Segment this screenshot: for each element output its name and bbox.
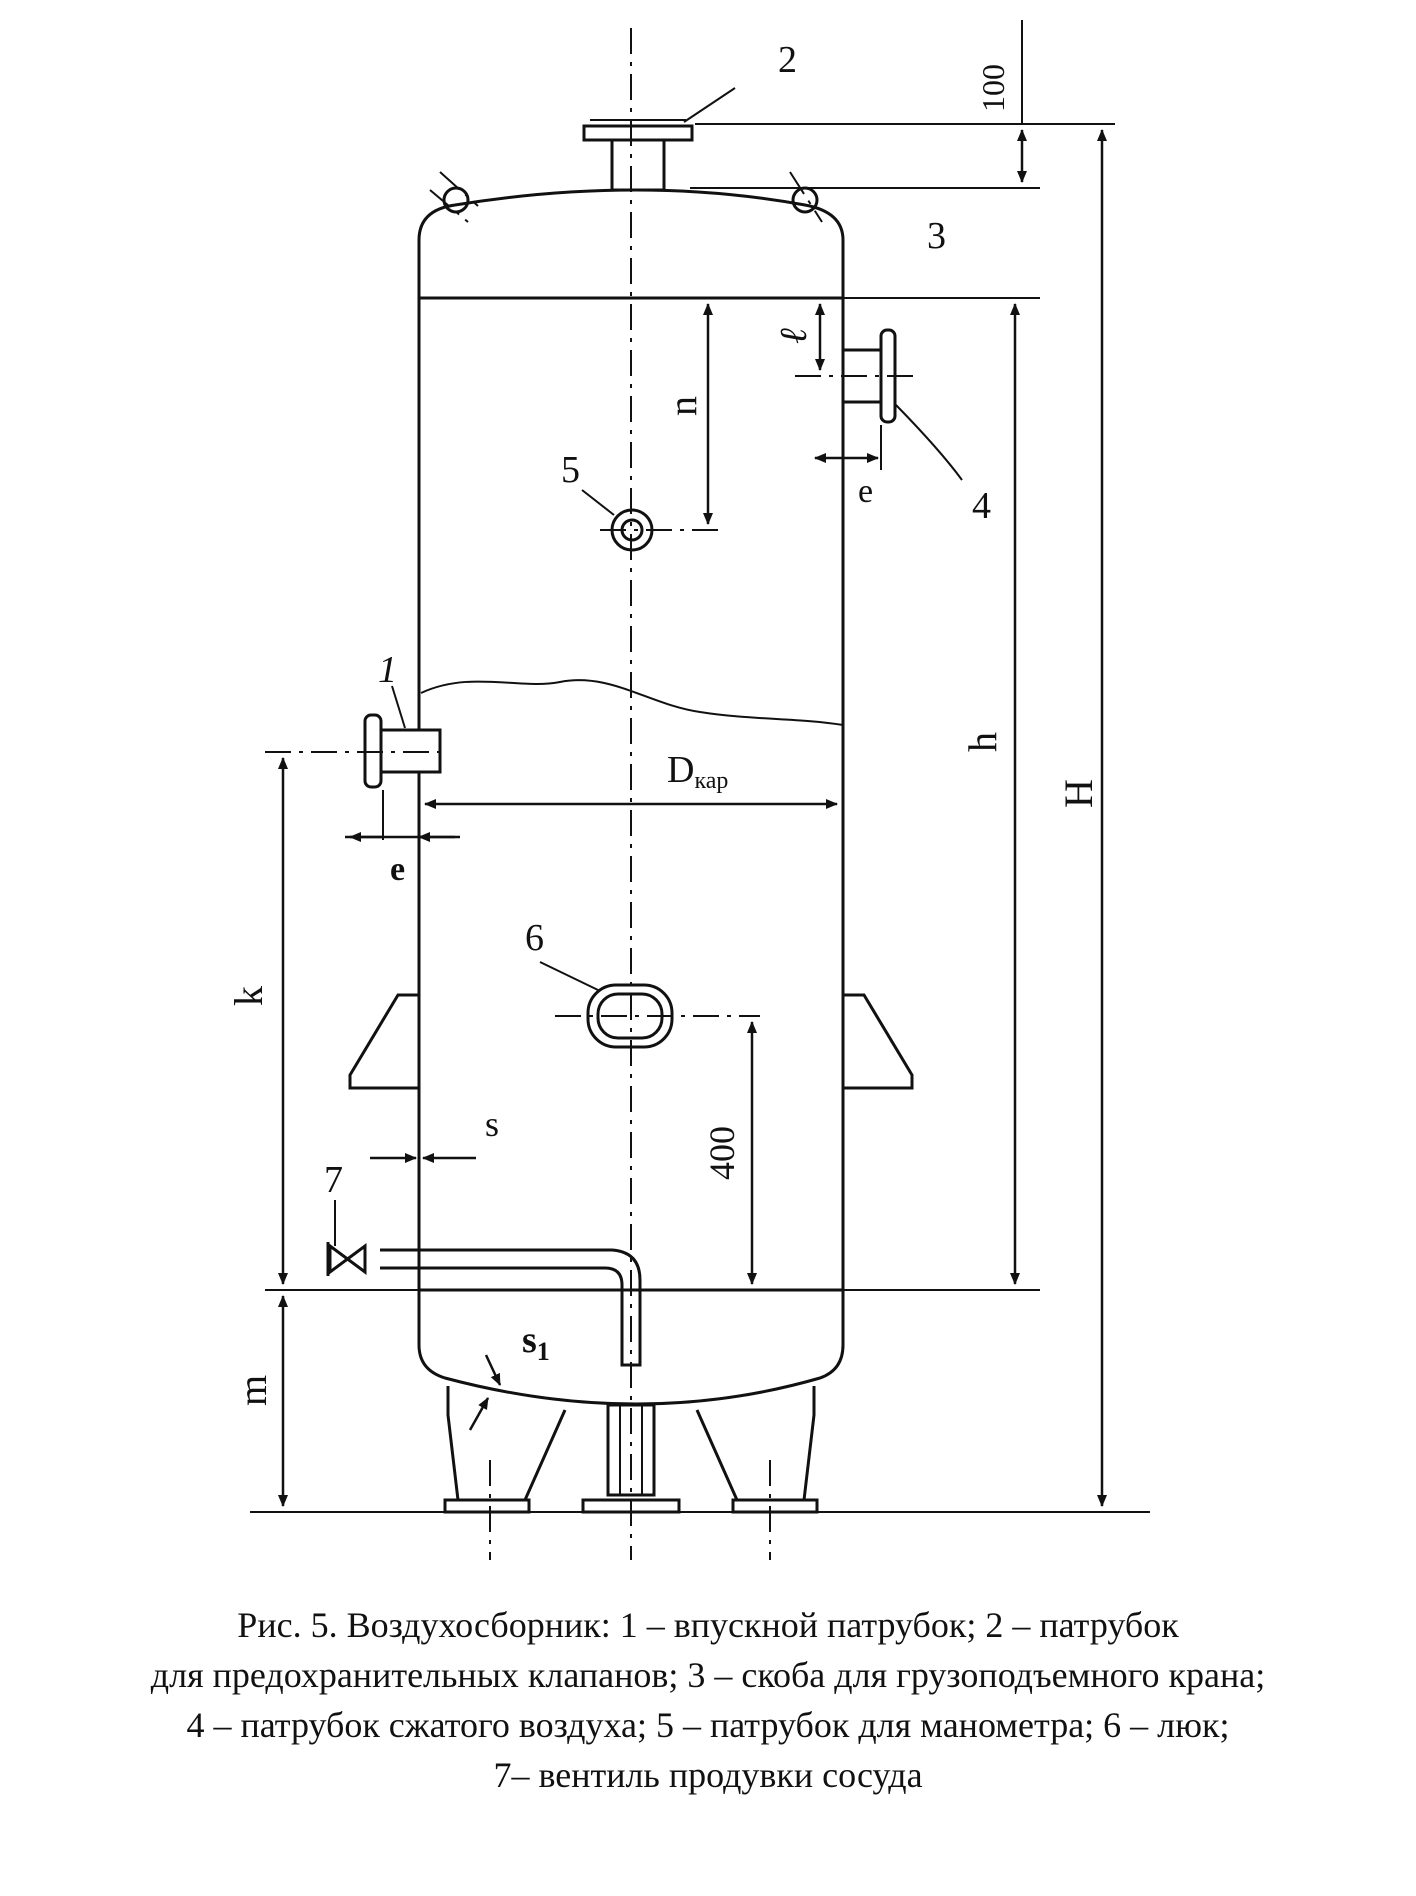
label-3: 3 bbox=[927, 215, 946, 257]
label-4: 4 bbox=[972, 485, 991, 527]
dim-h-text: h bbox=[960, 732, 1005, 752]
lifting-lug-right bbox=[791, 186, 819, 214]
dim-100-text: 100 bbox=[975, 64, 1011, 112]
support-bracket-left bbox=[348, 993, 419, 1090]
dim-s1-text: s1 bbox=[522, 1319, 550, 1366]
dim-m-text: m bbox=[230, 1375, 275, 1406]
support-bracket-right bbox=[843, 993, 914, 1090]
label-6: 6 bbox=[525, 917, 544, 959]
label-1: 1 bbox=[378, 649, 397, 691]
leg-left bbox=[446, 1386, 567, 1502]
bottom-nozzle-pipe bbox=[606, 1403, 656, 1497]
drain-valve bbox=[328, 1243, 367, 1275]
dim-D-text: Dкар bbox=[667, 749, 728, 794]
leader-6 bbox=[539, 961, 599, 991]
label-2: 2 bbox=[778, 39, 797, 81]
leader-4 bbox=[895, 404, 963, 481]
lifting-lug-left bbox=[442, 186, 470, 214]
air-receiver-drawing: 1 2 3 4 5 6 7 100 H h n ℓ e e k s 400 m … bbox=[226, 20, 1150, 1560]
dim-l-text: ℓ bbox=[773, 328, 815, 344]
foot-right bbox=[731, 1498, 819, 1514]
vessel-shell bbox=[417, 188, 845, 1406]
dim-400-text: 400 bbox=[702, 1126, 742, 1180]
caption-line-2: для предохранительных клапанов; 3 – скоб… bbox=[150, 1655, 1266, 1695]
foot-left bbox=[443, 1498, 531, 1514]
dim-n-text: n bbox=[660, 396, 705, 416]
dim-H-text: H bbox=[1056, 779, 1101, 808]
dim-k-text: k bbox=[226, 986, 271, 1006]
top-nozzle-pipe bbox=[610, 136, 666, 192]
dim-e-right-text: e bbox=[858, 473, 873, 510]
dim-e-left-text: e bbox=[390, 851, 405, 888]
figure-caption: Рис. 5. Воздухосборник: 1 – впускной пат… bbox=[0, 1600, 1416, 1800]
caption-line-4: 7– вентиль продувки сосуда bbox=[493, 1755, 923, 1795]
label-5: 5 bbox=[561, 449, 580, 491]
leader-2 bbox=[683, 87, 736, 123]
top-nozzle-flange bbox=[582, 124, 694, 142]
caption-line-1: Рис. 5. Воздухосборник: 1 – впускной пат… bbox=[237, 1605, 1179, 1645]
leader-5 bbox=[581, 489, 615, 516]
dim-s-text: s bbox=[485, 1104, 499, 1144]
label-7: 7 bbox=[324, 1159, 343, 1201]
leg-right bbox=[695, 1386, 816, 1502]
leader-1 bbox=[391, 685, 406, 729]
caption-line-3: 4 – патрубок сжатого воздуха; 5 – патруб… bbox=[186, 1705, 1230, 1745]
